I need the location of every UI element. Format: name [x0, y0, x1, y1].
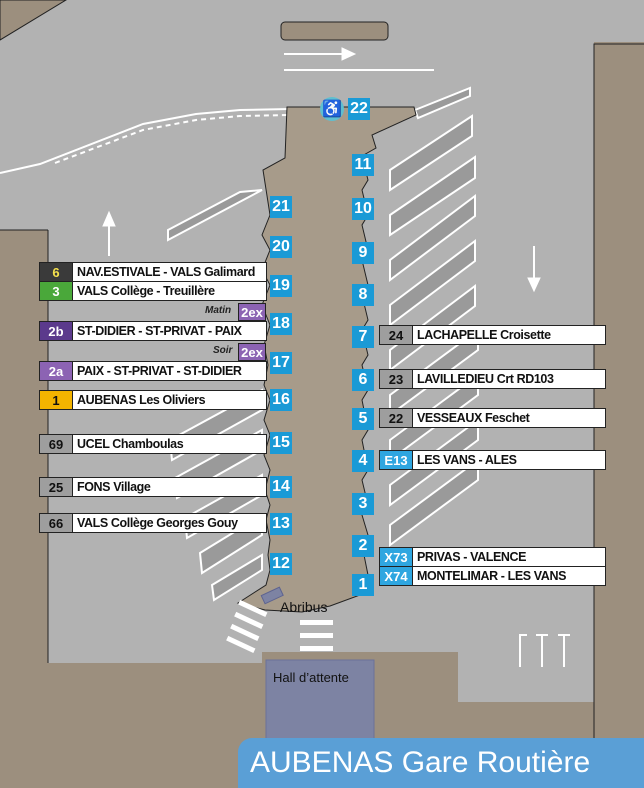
quai-18: 18	[270, 313, 292, 335]
quai-2: 2	[352, 535, 374, 557]
quai-20: 20	[270, 236, 292, 258]
line-code: 22	[380, 409, 413, 427]
line-label-22[interactable]: 22 VESSEAUX Feschet	[379, 408, 606, 428]
line-label-6[interactable]: 6 NAV.ESTIVALE - VALS Galimard	[39, 262, 267, 282]
line-destination: FONS Village	[77, 480, 151, 494]
line-code: X73	[380, 548, 413, 566]
line-destination: MONTELIMAR - LES VANS	[417, 569, 567, 583]
line-destination: VALS Collège - Treuillère	[77, 284, 215, 298]
line-label-1[interactable]: 1 AUBENAS Les Oliviers	[39, 390, 267, 410]
line-code: 2b	[40, 322, 73, 340]
line-label-X73[interactable]: X73 PRIVAS - VALENCE	[379, 547, 606, 567]
page-title: AUBENAS Gare Routière	[238, 738, 644, 788]
quai-12: 12	[270, 553, 292, 575]
line-destination: NAV.ESTIVALE - VALS Galimard	[77, 265, 255, 279]
line-label-X74[interactable]: X74 MONTELIMAR - LES VANS	[379, 566, 606, 586]
line-destination: ST-DIDIER - ST-PRIVAT - PAIX	[77, 324, 242, 338]
line-code: 6	[40, 263, 73, 281]
left-building	[0, 230, 48, 782]
line-label-2b[interactable]: 2b ST-DIDIER - ST-PRIVAT - PAIX	[39, 321, 267, 341]
quai-14: 14	[270, 476, 292, 498]
line-label-2a[interactable]: 2a PAIX - ST-PRIVAT - ST-DIDIER	[39, 361, 267, 381]
line-code: 3	[40, 282, 73, 300]
quai-15: 15	[270, 432, 292, 454]
hall-label: Hall d’attente	[273, 670, 349, 685]
line-code: X74	[380, 567, 413, 585]
quai-8: 8	[352, 284, 374, 306]
lane-line	[0, 108, 291, 174]
line-destination: AUBENAS Les Oliviers	[77, 393, 206, 407]
line-label-66[interactable]: 66 VALS Collège Georges Gouy	[39, 513, 267, 533]
line-label-23[interactable]: 23 LAVILLEDIEU Crt RD103	[379, 369, 606, 389]
line-code: 24	[380, 326, 413, 344]
line-destination: VALS Collège Georges Gouy	[77, 516, 238, 530]
top-left-block	[0, 0, 67, 41]
line-code: 66	[40, 514, 73, 532]
line-code: 23	[380, 370, 413, 388]
quai-3: 3	[352, 493, 374, 515]
quai-5: 5	[352, 408, 374, 430]
quai-19: 19	[270, 275, 292, 297]
line-code: 25	[40, 478, 73, 496]
line-tag-2ex-soir[interactable]: 2ex	[238, 343, 266, 361]
quai-17: 17	[270, 352, 292, 374]
line-code: 1	[40, 391, 73, 409]
quai-9: 9	[352, 242, 374, 264]
line-label-24[interactable]: 24 LACHAPELLE Croisette	[379, 325, 606, 345]
line-destination: VESSEAUX Feschet	[417, 411, 530, 425]
arrow-down-icon	[527, 246, 541, 293]
crosswalk-center	[300, 620, 333, 651]
line-destination: PRIVAS - VALENCE	[417, 550, 527, 564]
arrow-right-icon	[284, 47, 434, 71]
quai-6: 6	[352, 369, 374, 391]
line-label-E13[interactable]: E13 LES VANS - ALES	[379, 450, 606, 470]
crosswalk-right	[519, 634, 570, 667]
quai-13: 13	[270, 513, 292, 535]
line-destination: UCEL Chamboulas	[77, 437, 184, 451]
line-destination: LES VANS - ALES	[417, 453, 517, 467]
line-destination: PAIX - ST-PRIVAT - ST-DIDIER	[77, 364, 242, 378]
line-code: E13	[380, 451, 413, 469]
top-island	[280, 21, 389, 41]
wheelchair-icon: ♿	[320, 97, 344, 121]
line-destination: LAVILLEDIEU Crt RD103	[417, 372, 554, 386]
lane-dashed	[54, 114, 291, 164]
quai-4: 4	[352, 450, 374, 472]
line-code: 69	[40, 435, 73, 453]
quai-10: 10	[352, 198, 374, 220]
hall-building	[265, 659, 375, 741]
line-label-25[interactable]: 25 FONS Village	[39, 477, 267, 497]
extra-when-matin: Matin	[205, 305, 232, 316]
quai-21: 21	[270, 196, 292, 218]
quai-22: 22	[348, 98, 370, 120]
quai-1: 1	[352, 574, 374, 596]
extra-when-soir: Soir	[213, 345, 233, 356]
line-destination: LACHAPELLE Croisette	[417, 328, 551, 342]
line-label-69[interactable]: 69 UCEL Chamboulas	[39, 434, 267, 454]
abribus-label: Abribus	[280, 599, 328, 615]
right-building	[593, 43, 644, 745]
quai-16: 16	[270, 389, 292, 411]
crosswalk-left	[226, 599, 268, 654]
line-label-3[interactable]: 3 VALS Collège - Treuillère	[39, 281, 267, 301]
quai-11: 11	[352, 154, 374, 176]
arrow-up-icon	[102, 210, 116, 256]
line-code: 2a	[40, 362, 73, 380]
line-tag-2ex-matin[interactable]: 2ex	[238, 303, 266, 321]
abribus-shelter	[260, 586, 284, 605]
quai-7: 7	[352, 326, 374, 348]
